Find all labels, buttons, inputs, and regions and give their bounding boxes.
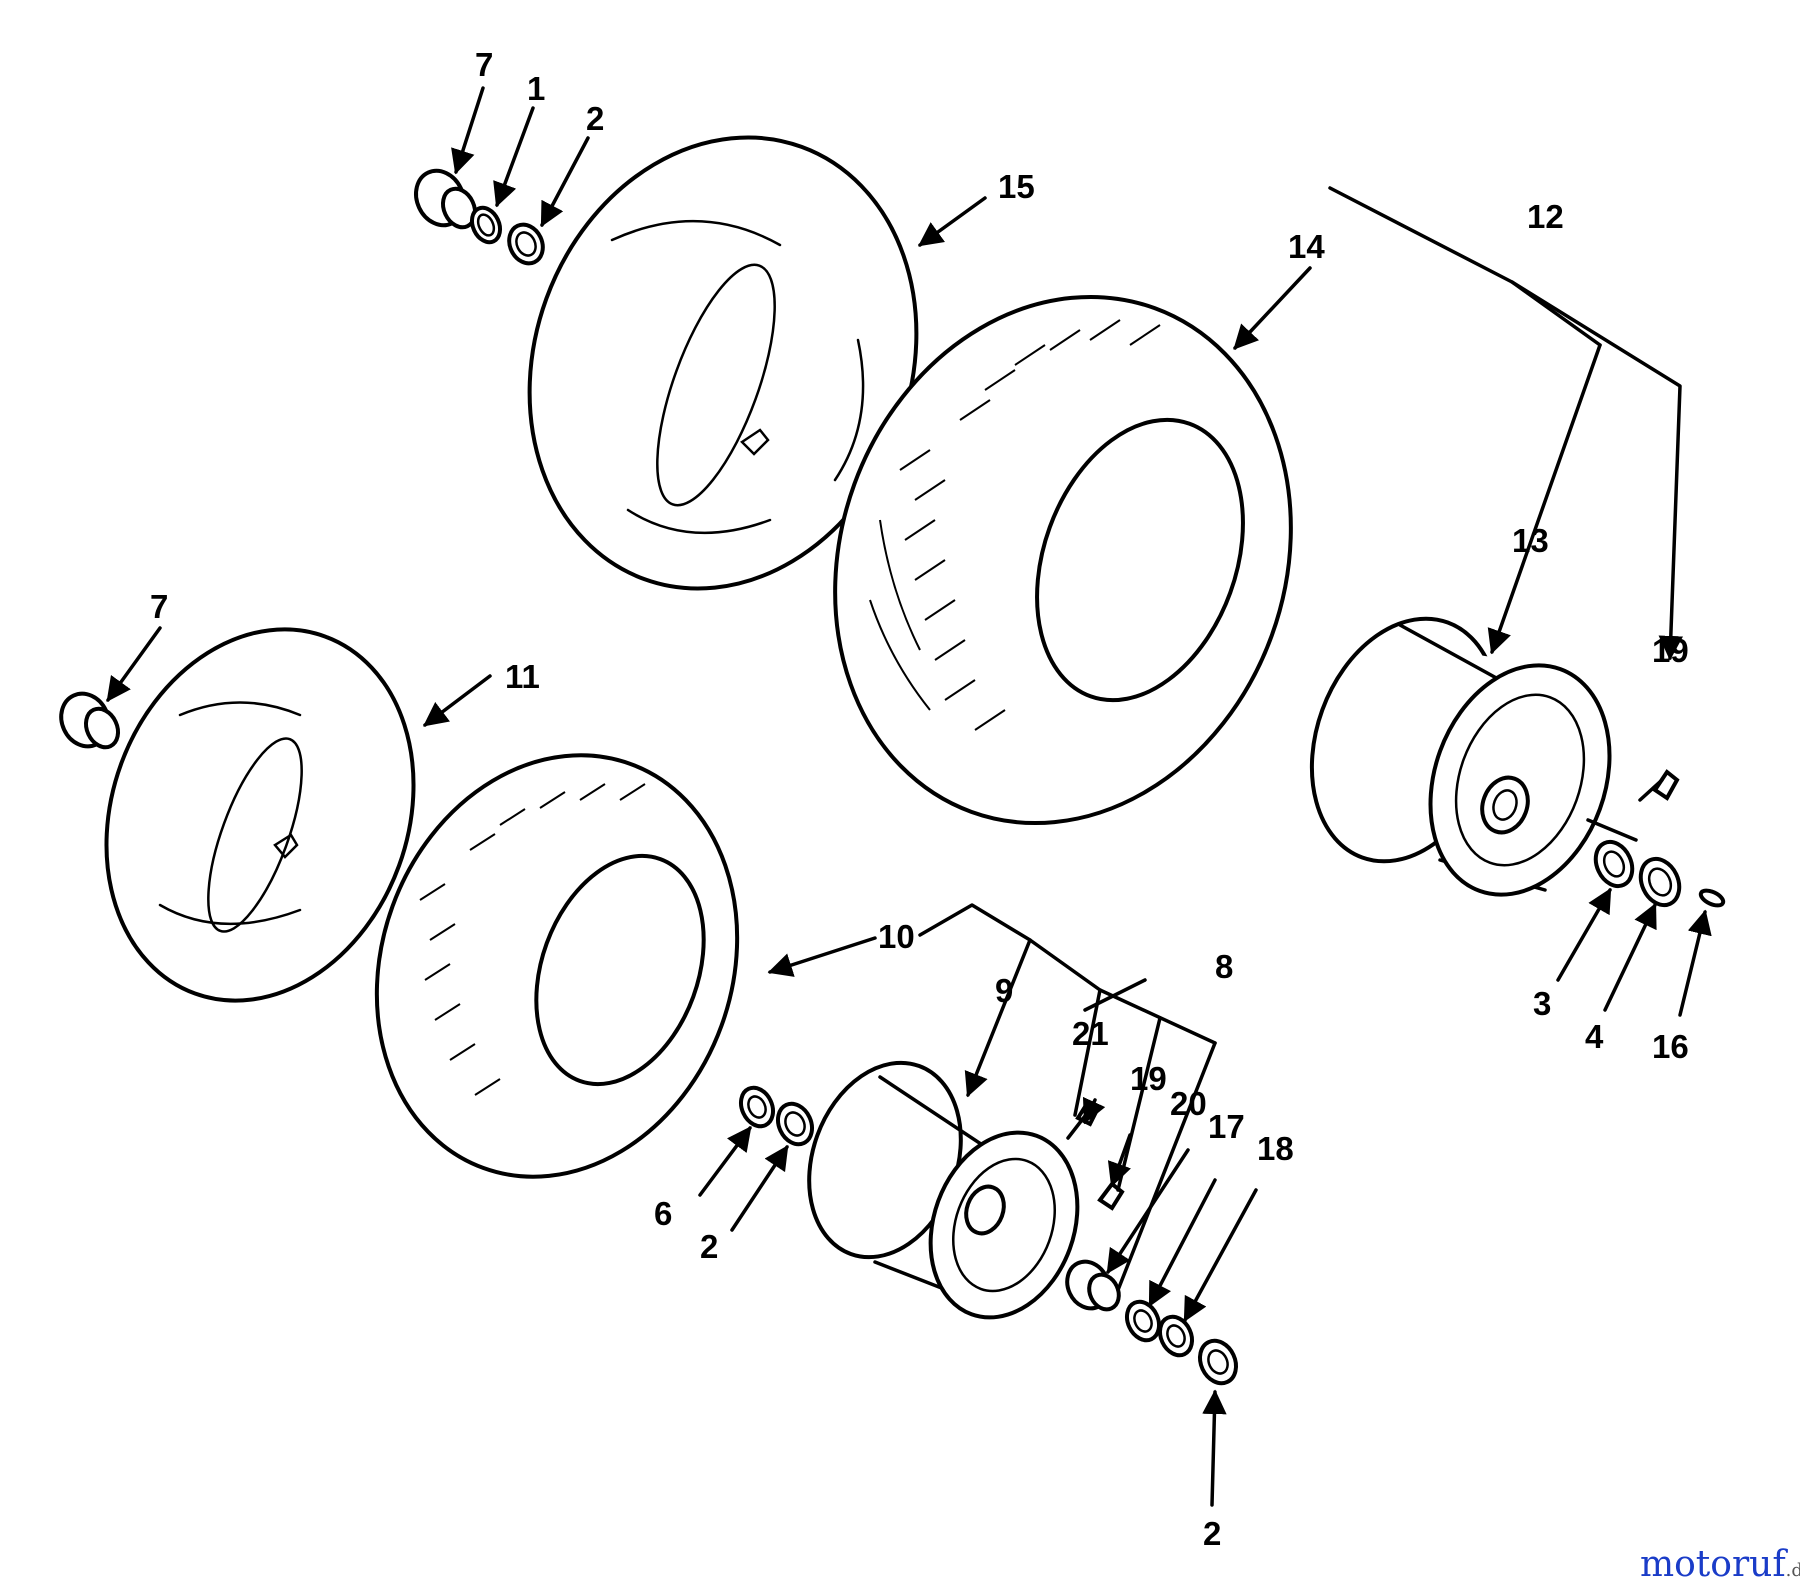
callout-21: 21 [1072,1015,1109,1052]
leader-lines [106,86,1712,1507]
callout-3: 3 [1533,985,1551,1022]
rim-part-9 [807,1060,1080,1320]
callout-2-bottom: 2 [1203,1515,1221,1552]
washer-part-18 [1157,1314,1195,1358]
washer-part-2-top [507,222,545,266]
washer-part-3 [1593,839,1635,889]
watermark-text: motoruf [1640,1544,1788,1585]
callout-9: 9 [995,972,1013,1009]
callout-8: 8 [1215,948,1233,985]
inner-tube-part-15 [527,135,919,591]
bushing-part-20 [1065,1259,1121,1312]
callout-12: 12 [1527,198,1564,235]
watermark-suffix: .de [1786,1560,1800,1581]
callout-17: 17 [1208,1108,1245,1145]
valve-stem-part-19-top [1638,769,1680,802]
callout-11: 11 [505,658,540,695]
washer-part-2-mid [775,1101,815,1147]
callout-20: 20 [1170,1085,1207,1122]
callout-2-top: 2 [586,100,604,137]
tire-part-10 [374,753,740,1179]
callout-6: 6 [654,1195,672,1232]
watermark-logo: motoruf.de [1640,1544,1800,1585]
callout-19-bottom: 19 [1130,1060,1167,1097]
callout-2-mid: 2 [700,1228,718,1265]
callout-7-left: 7 [150,588,168,625]
bushing-part-7-left [59,691,121,750]
tire-part-14 [833,294,1293,826]
bearing-part-4 [1638,856,1682,908]
washer-part-2-bottom [1198,1338,1238,1386]
callout-4: 4 [1585,1018,1604,1055]
rim-part-13 [1309,616,1612,897]
callout-7-top: 7 [475,46,493,83]
bearing-part-6 [738,1085,776,1129]
callout-15: 15 [998,168,1035,205]
bushing-part-7-top [414,168,478,230]
callout-14: 14 [1288,228,1325,265]
callout-16: 16 [1652,1028,1689,1065]
callout-labels: 7 1 2 15 14 12 13 19 7 11 10 8 9 21 19 2… [150,46,1689,1552]
washer-part-17 [1124,1299,1162,1343]
inner-tube-part-11 [104,627,416,1003]
callout-19-right: 19 [1652,632,1689,669]
callout-18: 18 [1257,1130,1294,1167]
callout-1: 1 [527,70,545,107]
retaining-ring-part-1 [469,205,503,245]
callout-13: 13 [1512,522,1549,559]
pin-part-16 [1698,888,1726,908]
svg-text:motoruf.de: motoruf.de [1640,1544,1800,1585]
callout-10: 10 [878,918,915,955]
